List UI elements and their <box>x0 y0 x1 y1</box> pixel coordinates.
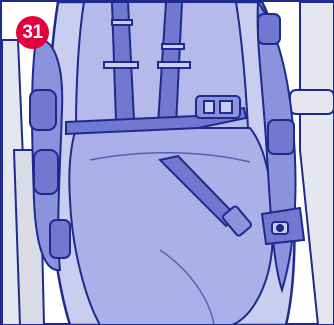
step-number-badge: 31 <box>16 16 49 49</box>
side-release-button <box>262 208 304 244</box>
harness-buckle <box>196 96 240 118</box>
